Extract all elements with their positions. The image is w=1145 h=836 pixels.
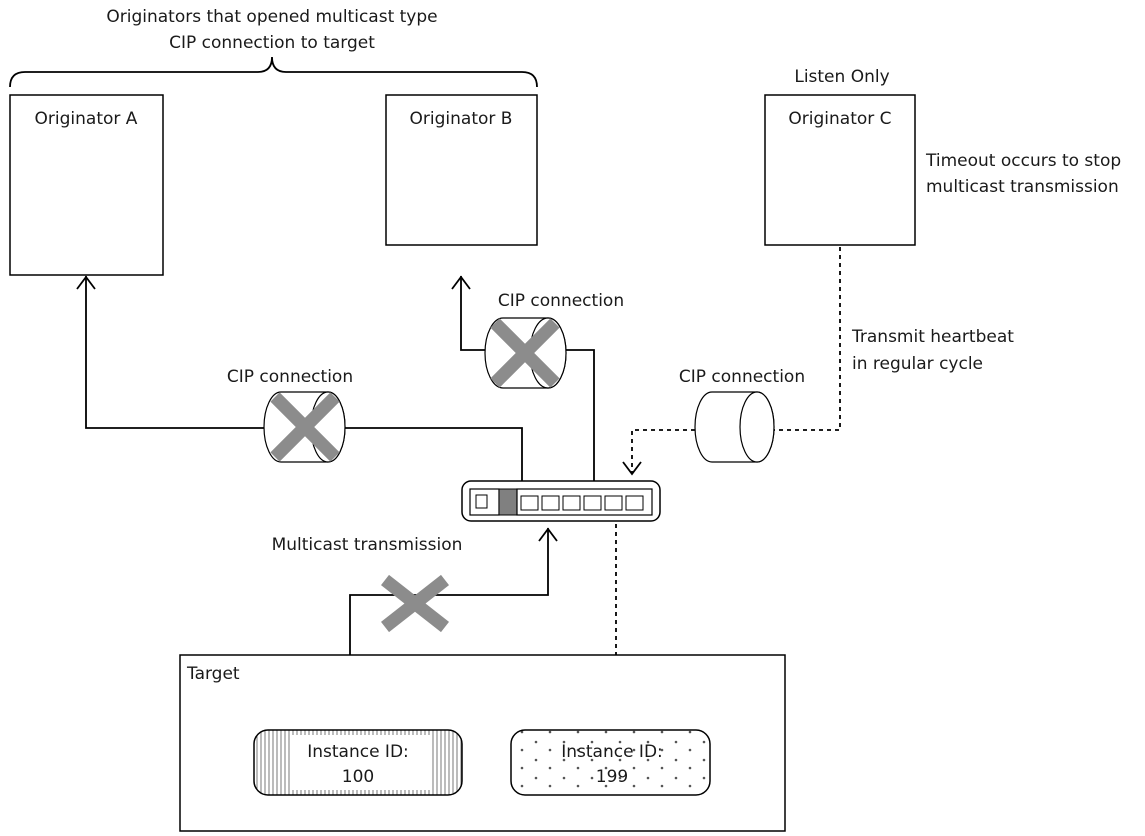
timeout-note-line-1: Timeout occurs to stop: [925, 151, 1121, 171]
connection-b-arrowhead: [451, 275, 471, 290]
instance-100-title: Instance ID:: [307, 742, 409, 762]
listen-only-label: Listen Only: [794, 67, 889, 87]
instance-199-box: [510, 729, 711, 796]
connection-b-cross-icon: [490, 318, 560, 388]
connection-b-label: CIP connection: [498, 291, 624, 311]
instance-199-id: 199: [596, 767, 628, 787]
network-switch-icon: [461, 480, 661, 522]
multicast-line: [349, 528, 549, 668]
group-label-line-2: CIP connection to target: [169, 33, 375, 53]
multicast-arrowhead: [538, 527, 558, 542]
originator-b-box: [385, 94, 538, 246]
instance-100-text-bg: [290, 735, 430, 790]
connection-a-cross-icon: [270, 392, 340, 462]
originator-a-box: [9, 94, 164, 276]
instance-199-title: Instance ID:: [561, 742, 663, 762]
heartbeat-dashed-line: [631, 247, 841, 474]
originator-a-label: Originator A: [35, 109, 138, 129]
heartbeat-arrowhead: [622, 461, 642, 476]
connection-a-arrowhead: [76, 275, 96, 290]
multicast-cross-icon: [380, 574, 450, 633]
originator-c-label: Originator C: [788, 109, 891, 129]
group-label-line-1: Originators that opened multicast type: [106, 7, 437, 27]
connection-a-label: CIP connection: [227, 367, 353, 387]
originator-b-label: Originator B: [410, 109, 513, 129]
instance-100-id: 100: [342, 767, 374, 787]
timeout-note-line-2: multicast transmission: [926, 177, 1119, 197]
connection-c-cylinder: [694, 391, 775, 463]
multicast-label: Multicast transmission: [272, 535, 463, 555]
target-label: Target: [186, 664, 240, 684]
group-brace: [9, 56, 538, 88]
heartbeat-note-line-2: in regular cycle: [852, 354, 983, 374]
connection-c-label: CIP connection: [679, 367, 805, 387]
heartbeat-note-line-1: Transmit heartbeat: [851, 327, 1014, 347]
originator-c-box: [764, 94, 916, 246]
